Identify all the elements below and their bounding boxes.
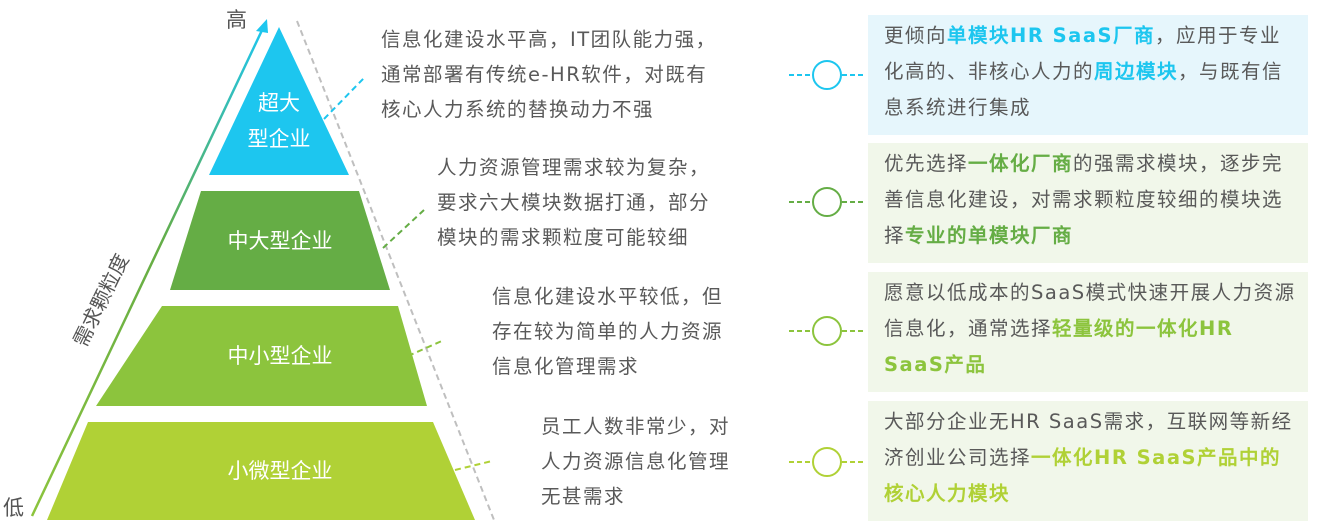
connector-4 <box>789 447 866 477</box>
tier-4-desc-line: 人力资源信息化管理 <box>541 450 731 473</box>
tier-1-label-line1: 超大 <box>258 91 300 115</box>
axis-high-label: 高 <box>226 8 247 32</box>
rec-2-seg: 的强需求模块，逐步完善信息化建设，对需求颗粒度较细的模块选择 <box>884 152 1284 247</box>
rec-3-seg: 轻量级的一体化HR SaaS产品 <box>884 317 1234 376</box>
tier-3-label: 中小型企业 <box>227 344 333 368</box>
tier-2-desc-line: 模块的需求颗粒度可能较细 <box>437 226 690 249</box>
rec-4-seg: 大部分企业无HR SaaS需求，互联网等新经济创业公司选择 <box>884 410 1293 469</box>
tier-1-description: 信息化建设水平高，IT团队能力强， 通常部署有传统e-HR软件，对既有 核心人力… <box>381 22 717 127</box>
tier-4-description: 员工人数非常少，对 人力资源信息化管理 无甚需求 <box>541 409 730 514</box>
leader-line-1 <box>323 77 365 120</box>
tier-1-shape <box>209 27 349 175</box>
tier-3-shape <box>96 306 427 406</box>
axis-low-label: 低 <box>3 496 24 520</box>
tier-4-desc-line: 员工人数非常少，对 <box>541 415 731 438</box>
rec-1-seg: 周边模块 <box>1094 60 1179 83</box>
tier-3-desc-line: 存在较为简单的人力资源 <box>492 320 724 343</box>
connector-1 <box>789 60 866 90</box>
recommendation-box-3: 愿意以低成本的SaaS模式快速开展人力资源信息化，通常选择轻量级的一体化HR S… <box>868 272 1308 392</box>
tier-4-desc-line: 无甚需求 <box>541 485 626 508</box>
rec-2-seg: 专业的单模块厂商 <box>905 224 1074 247</box>
recommendation-box-4: 大部分企业无HR SaaS需求，互联网等新经济创业公司选择一体化HR SaaS产… <box>868 401 1308 521</box>
tier-3-desc-line: 信息化管理需求 <box>492 355 640 378</box>
axis-line <box>30 25 266 517</box>
leader-line-4 <box>454 460 493 471</box>
rec-1-seg: ，与既有信息系统进行集成 <box>884 60 1284 119</box>
tier-1-desc-line: 信息化建设水平高，IT团队能力强， <box>381 28 717 51</box>
tier-2-label: 中大型企业 <box>227 229 333 253</box>
tier-2-desc-line: 要求六大模块数据打通，部分 <box>437 191 711 214</box>
rec-4-seg: 一体化HR SaaS产品中的核心人力模块 <box>884 446 1282 505</box>
leader-line-3 <box>407 339 445 357</box>
recommendation-box-1: 更倾向单模块HR SaaS厂商，应用于专业化高的、非核心人力的周边模块，与既有信… <box>868 15 1308 135</box>
connector-3 <box>789 316 866 346</box>
axis-arrow-head <box>256 19 268 33</box>
tier-3-desc-line: 信息化建设水平较低，但 <box>492 285 724 308</box>
rec-1-seg: 单模块HR SaaS厂商 <box>947 24 1156 47</box>
tier-4-label: 小微型企业 <box>227 459 333 483</box>
tier-1-desc-line: 核心人力系统的替换动力不强 <box>381 98 655 121</box>
rec-1-seg: 更倾向 <box>884 24 948 47</box>
tier-1-label-line2: 型企业 <box>247 127 311 151</box>
leader-line-2 <box>382 209 425 249</box>
recommendation-box-2: 优先选择一体化厂商的强需求模块，逐步完善信息化建设，对需求颗粒度较细的模块选择专… <box>868 143 1308 263</box>
tier-1-desc-line: 通常部署有传统e-HR软件，对既有 <box>381 63 708 86</box>
rec-1-seg: ，应用于专业化高的、非核心人力的 <box>884 24 1282 83</box>
tier-1-label: 超大 型企业 <box>229 85 329 157</box>
rec-2-seg: 优先选择 <box>884 152 969 175</box>
tier-3-description: 信息化建设水平较低，但 存在较为简单的人力资源 信息化管理需求 <box>492 279 723 384</box>
tier-2-desc-line: 人力资源管理需求较为复杂， <box>437 156 711 179</box>
tier-4-shape <box>47 422 475 520</box>
rec-3-seg: 愿意以低成本的SaaS模式快速开展人力资源信息化，通常选择 <box>884 281 1296 340</box>
tier-2-shape <box>170 191 390 290</box>
connector-2 <box>789 187 866 217</box>
tier-2-description: 人力资源管理需求较为复杂， 要求六大模块数据打通，部分 模块的需求颗粒度可能较细 <box>437 150 710 255</box>
rec-2-seg: 一体化厂商 <box>968 152 1074 175</box>
